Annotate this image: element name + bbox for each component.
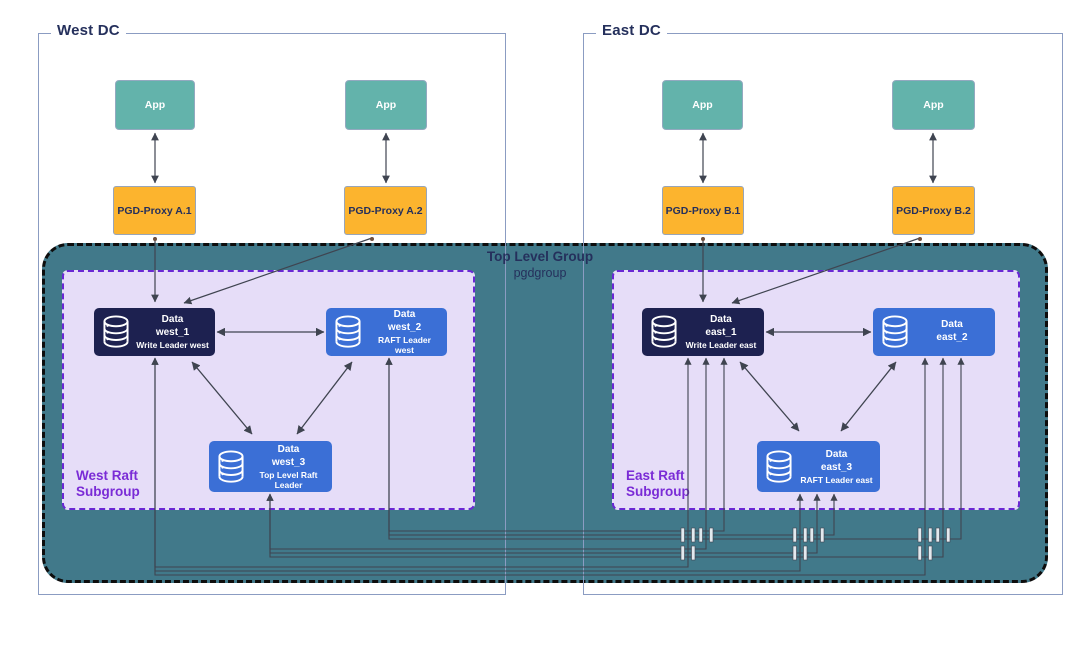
proxy-label: PGD-Proxy B.1 [665, 204, 741, 217]
proxy-label: PGD-Proxy A.2 [348, 204, 423, 217]
connector-dots [153, 237, 922, 241]
node-role: RAFT Leader west [378, 335, 431, 355]
node-title: Data west_2 [387, 309, 422, 334]
node-title: Data east_3 [820, 448, 853, 473]
node-role: Write Leader west [136, 340, 209, 351]
app-label: App [144, 99, 166, 111]
app-box-west-2: App [345, 80, 427, 130]
node-title: Data east_1 [705, 314, 737, 339]
app-box-east-1: App [662, 80, 743, 130]
data-node-east-2: Data east_2 [873, 308, 995, 356]
proxy-label: PGD-Proxy B.2 [896, 204, 971, 217]
database-icon [763, 449, 795, 485]
top-level-group-name: pgdgroup [513, 266, 567, 280]
node-title: Data west_1 [155, 314, 190, 339]
west-dc-label: West DC [51, 22, 126, 39]
app-label: App [692, 99, 713, 111]
node-role: RAFT Leader east [800, 474, 873, 485]
node-title: Data east_2 [936, 319, 968, 343]
app-label: App [375, 99, 397, 111]
pgd-proxy-a1: PGD-Proxy A.1 [113, 186, 196, 235]
east-dc-label: East DC [596, 22, 667, 39]
database-icon [332, 314, 364, 350]
proxy-label: PGD-Proxy A.1 [117, 204, 192, 217]
east-raft-subgroup-label: East Raft Subgroup [626, 467, 690, 499]
top-level-group-title: Top Level Group [486, 249, 594, 264]
app-box-west-1: App [115, 80, 195, 130]
pgd-proxy-b2: PGD-Proxy B.2 [892, 186, 975, 235]
app-proxy-links [151, 132, 937, 184]
database-icon [648, 314, 680, 350]
database-icon [879, 314, 911, 350]
node-title: Data west_3 [271, 443, 306, 468]
database-icon [100, 314, 132, 350]
app-label: App [923, 99, 944, 111]
pgd-proxy-a2: PGD-Proxy A.2 [344, 186, 427, 235]
node-role: Top Level Raft Leader [259, 469, 318, 490]
node-role: Write Leader east [685, 340, 757, 351]
pgd-proxy-b1: PGD-Proxy B.1 [662, 186, 744, 235]
app-box-east-2: App [892, 80, 975, 130]
database-icon [215, 449, 247, 485]
west-raft-subgroup-label: West Raft Subgroup [76, 467, 140, 499]
